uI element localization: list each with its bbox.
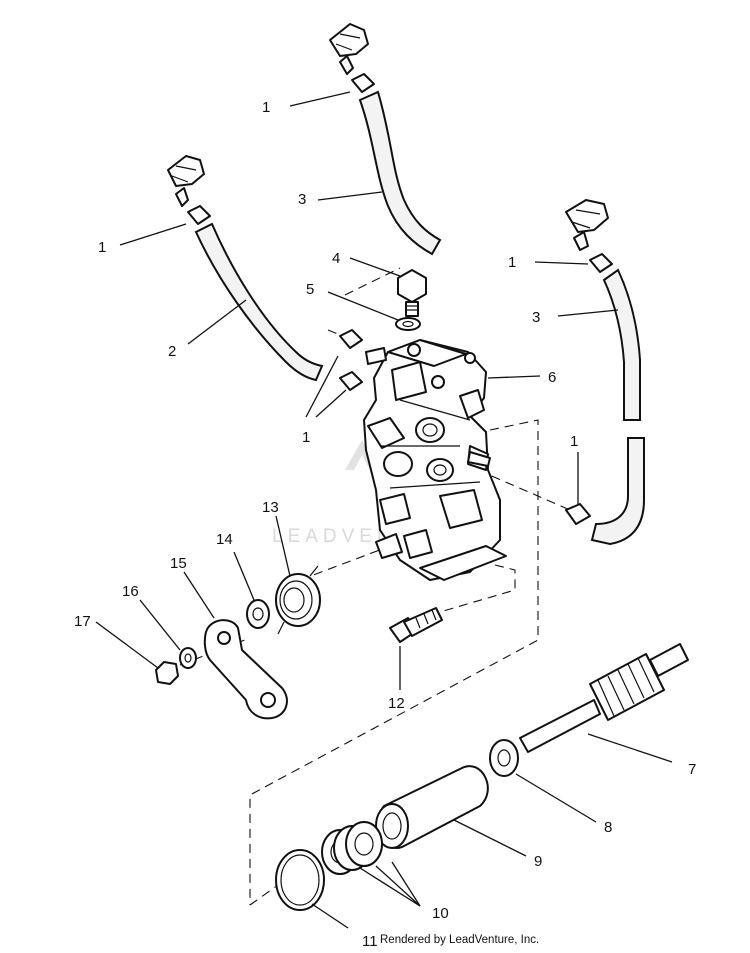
callout-6: 6	[548, 369, 556, 386]
hose-clamp-pump-upper	[339, 329, 363, 349]
callout-3-top: 3	[298, 191, 306, 208]
callout-5: 5	[306, 281, 314, 298]
hose-clamp-left	[187, 205, 211, 225]
render-credit: Rendered by LeadVenture, Inc.	[380, 934, 540, 946]
callout-leaders	[95, 91, 673, 929]
callout-17: 17	[74, 613, 91, 630]
callout-1-lower-right: 1	[570, 433, 578, 450]
callout-1-pump: 1	[302, 429, 310, 446]
callout-1-right: 1	[508, 254, 516, 271]
fitting-top-center	[329, 23, 369, 75]
shaft-bushing	[375, 765, 489, 849]
fitting-top-left	[167, 155, 205, 207]
hose-clamp-right	[589, 253, 613, 273]
callout-11: 11	[362, 933, 378, 950]
callout-16: 16	[122, 583, 139, 600]
mounting-bolt	[389, 607, 443, 643]
callout-12: 12	[388, 695, 405, 712]
hose-clamp-pump-right	[565, 503, 591, 525]
control-lever	[203, 619, 288, 720]
drive-gear-shaft	[519, 643, 689, 753]
hose-top	[358, 90, 442, 256]
spring-washer	[246, 599, 270, 629]
callout-3-right: 3	[532, 309, 540, 326]
return-spring	[275, 565, 321, 635]
callout-1-top: 1	[262, 99, 270, 116]
callout-2: 2	[168, 343, 176, 360]
bleed-screw	[397, 269, 427, 317]
callout-labels: 1 1 1 1 1 2 3 3 4 5 6 7 8 9 10 11 12 13 …	[74, 99, 696, 950]
callout-14: 14	[216, 531, 233, 548]
callout-10: 10	[432, 905, 449, 922]
callout-9: 9	[534, 853, 542, 870]
callout-1-left: 1	[98, 239, 106, 256]
o-ring	[275, 849, 325, 911]
hose-right-upper	[602, 268, 641, 421]
springs	[321, 821, 383, 875]
oil-pump-body	[363, 339, 507, 581]
lever-nut	[155, 661, 179, 685]
callout-15: 15	[170, 555, 187, 572]
callout-7: 7	[688, 761, 696, 778]
callout-4: 4	[332, 250, 340, 267]
callout-13: 13	[262, 499, 279, 516]
lever-washer	[179, 647, 197, 669]
assembly-guide-lines	[179, 267, 571, 906]
hose-clamp-pump-lower	[339, 371, 363, 391]
fitting-right	[565, 199, 609, 251]
callout-8: 8	[604, 819, 612, 836]
pump-outlet-nipple-right	[467, 451, 491, 467]
hose-clamp-top	[351, 73, 375, 93]
hose-left	[194, 222, 324, 382]
pump-outlet-nipple-left	[365, 347, 387, 365]
bleed-screw-washer	[395, 317, 421, 331]
shaft-washer	[489, 739, 519, 777]
hose-right-lower	[590, 437, 645, 546]
